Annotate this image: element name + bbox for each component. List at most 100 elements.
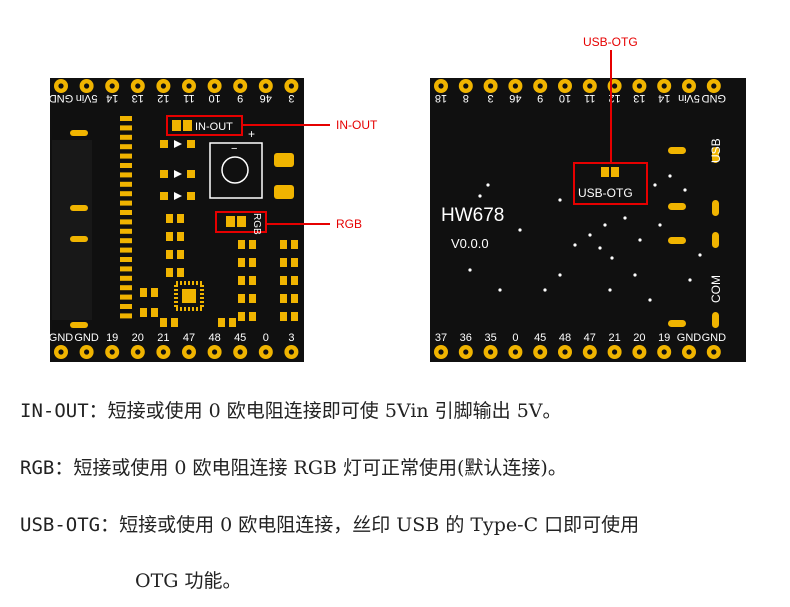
smd-pad: [291, 312, 298, 321]
via: [698, 253, 702, 257]
rgb-silk-label: RGB: [251, 213, 262, 235]
pin-label: GND: [677, 332, 702, 344]
minus-sign: −: [231, 143, 237, 155]
pin-pad-hole: [438, 83, 444, 89]
pin-pad-hole: [58, 83, 64, 89]
pin-pad-hole: [186, 83, 192, 89]
smd-pad: [291, 258, 298, 267]
via: [468, 268, 472, 272]
pin-label: 5Vin: [678, 92, 700, 104]
pin-label: 3: [288, 332, 294, 344]
note-usb-otg-continued: OTG 功能。: [135, 568, 241, 594]
smd-pad: [177, 214, 184, 223]
pin-pad-hole: [84, 83, 90, 89]
smd-pad: [238, 276, 245, 285]
via: [668, 174, 672, 178]
pin-label: 8: [463, 92, 469, 104]
via: [648, 298, 652, 302]
pin-label: 14: [658, 92, 670, 104]
pin-label: 20: [633, 332, 645, 344]
regulator-pad: [274, 153, 294, 167]
rgb-highlight-box: [215, 211, 267, 233]
via: [518, 228, 522, 232]
right-board-body: [430, 78, 746, 362]
smd-pad: [249, 258, 256, 267]
usb-otg-pad: [601, 167, 609, 177]
via: [658, 223, 662, 227]
pin-pad-hole: [562, 349, 568, 355]
pin-pad-hole: [109, 349, 115, 355]
pin-label: 21: [157, 332, 169, 344]
via: [558, 198, 562, 202]
via: [486, 183, 490, 187]
plus-sign: +: [248, 127, 255, 141]
com-silk-label: COM: [709, 275, 723, 303]
pin-pad-hole: [686, 349, 692, 355]
pin-label: 46: [509, 92, 521, 104]
pin-pad-hole: [186, 349, 192, 355]
pin-pad-hole: [237, 349, 243, 355]
version-label: V0.0.0: [451, 236, 489, 251]
pin-pad-hole: [288, 83, 294, 89]
left-side-connector: [52, 140, 92, 320]
pin-pad-hole: [587, 83, 593, 89]
note-text: 短接或使用 0 欧电阻连接即可使 5Vin 引脚输出 5V。: [107, 400, 562, 422]
smd-pad: [238, 240, 245, 249]
smd-pad: [249, 294, 256, 303]
fpc-pad: [120, 219, 132, 225]
in-out-callout-label: IN-OUT: [336, 118, 378, 132]
pin-label: 19: [106, 332, 118, 344]
smd-pad: [280, 294, 287, 303]
rgb-pad: [237, 216, 246, 227]
smd-pad: [229, 318, 236, 327]
pin-label: GND: [702, 332, 727, 344]
via: [610, 256, 614, 260]
fpc-pad: [120, 228, 132, 234]
smd-pad: [171, 318, 178, 327]
side-pad: [70, 130, 88, 136]
pin-pad-hole: [160, 349, 166, 355]
via: [603, 223, 607, 227]
capacitor-outline: [221, 156, 249, 184]
smd-pad: [160, 318, 167, 327]
smd-pad: [238, 294, 245, 303]
in-out-pad: [183, 120, 192, 131]
pin-label: 18: [435, 92, 447, 104]
via: [638, 238, 642, 242]
via: [653, 183, 657, 187]
smd-components: [140, 214, 298, 327]
smd-pad: [280, 276, 287, 285]
usb-otg-pad: [611, 167, 619, 177]
note-in-out: IN-OUT：短接或使用 0 欧电阻连接即可使 5Vin 引脚输出 5V。: [20, 398, 562, 424]
smd-pad: [291, 276, 298, 285]
smd-pad: [166, 268, 173, 277]
pin-pad-hole: [463, 83, 469, 89]
via: [633, 273, 637, 277]
note-label: RGB：: [20, 457, 74, 479]
fpc-pad: [120, 172, 132, 178]
usb-silk-label: USB: [709, 138, 723, 163]
pin-label: 3: [288, 92, 294, 104]
pin-label: 21: [608, 332, 620, 344]
via: [588, 233, 592, 237]
smd-pad: [280, 312, 287, 321]
smd-pad: [177, 232, 184, 241]
fpc-pad: [120, 257, 132, 262]
pin-label: 5Vin: [76, 92, 98, 104]
smd-pad: [249, 240, 256, 249]
pin-label: 0: [512, 332, 518, 344]
pin-pad-hole: [562, 83, 568, 89]
fpc-pad: [120, 304, 132, 309]
pin-pad-hole: [212, 349, 218, 355]
smd-pad: [280, 240, 287, 249]
fpc-pad: [120, 238, 132, 244]
smd-pad: [166, 214, 173, 223]
pin-pad-hole: [686, 83, 692, 89]
pin-pad-hole: [109, 83, 115, 89]
pin-pad-hole: [711, 349, 717, 355]
